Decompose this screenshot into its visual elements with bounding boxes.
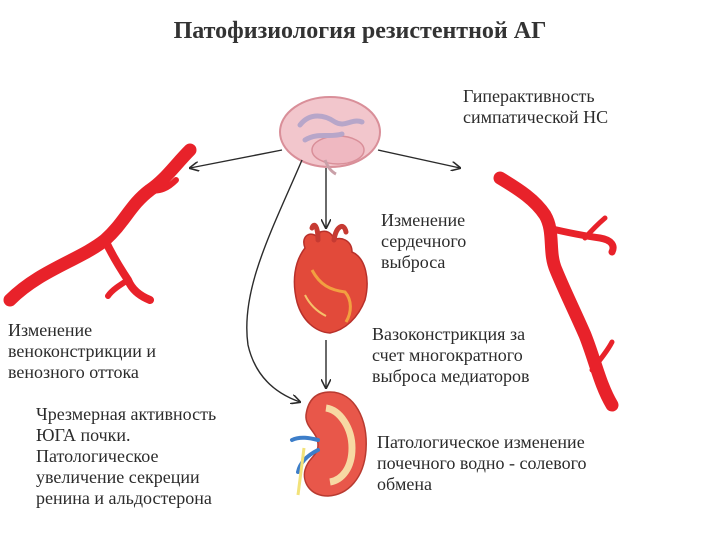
label-line: выброса: [381, 252, 446, 272]
page-title: Патофизиология резистентной АГ: [173, 18, 547, 44]
label-cardiac-output: Изменение сердечного выброса: [381, 210, 466, 273]
label-line: увеличение секреции: [36, 467, 200, 487]
label-line: обмена: [377, 474, 432, 494]
brain-icon: [279, 96, 381, 176]
label-line: сердечного: [381, 231, 467, 251]
kidney-icon: [290, 391, 367, 497]
label-sympathetic: Гиперактивность симпатической НС: [463, 86, 608, 128]
label-line: почечного водно - солевого: [377, 453, 587, 473]
arrow-to-right-vessel: [377, 149, 460, 168]
vein-left-icon: [3, 143, 197, 307]
label-jga: Чрезмерная активность ЮГА почки. Патолог…: [36, 404, 216, 509]
label-line: Патологическое: [36, 446, 159, 466]
label-line: ЮГА почки.: [36, 425, 131, 445]
label-line: Изменение: [381, 210, 466, 230]
label-line: счет многократного: [372, 345, 523, 365]
label-line: венозного оттока: [8, 362, 139, 382]
label-venoconstriction: Изменение веноконстрикции и венозного от…: [8, 320, 156, 383]
arrow-brain-to-kidney: [246, 159, 303, 402]
label-line: Вазоконстрикция за: [372, 324, 526, 344]
label-vasoconstriction: Вазоконстрикция за счет многократного вы…: [372, 324, 529, 387]
heart-icon: [293, 222, 368, 334]
label-line: выброса медиаторов: [372, 366, 530, 386]
label-renal: Патологическое изменение почечного водно…: [377, 432, 587, 495]
arrow-to-left-vessel: [190, 149, 283, 168]
label-line: ренина и альдостерона: [36, 488, 212, 508]
arrows: [190, 149, 460, 402]
vein-right-icon: [493, 171, 619, 412]
label-line: Гиперактивность: [463, 86, 595, 106]
label-line: веноконстрикции и: [8, 341, 156, 361]
label-line: Чрезмерная активность: [36, 404, 217, 424]
label-line: Изменение: [8, 320, 93, 340]
label-line: Патологическое изменение: [377, 432, 585, 452]
label-line: симпатической НС: [463, 107, 609, 127]
